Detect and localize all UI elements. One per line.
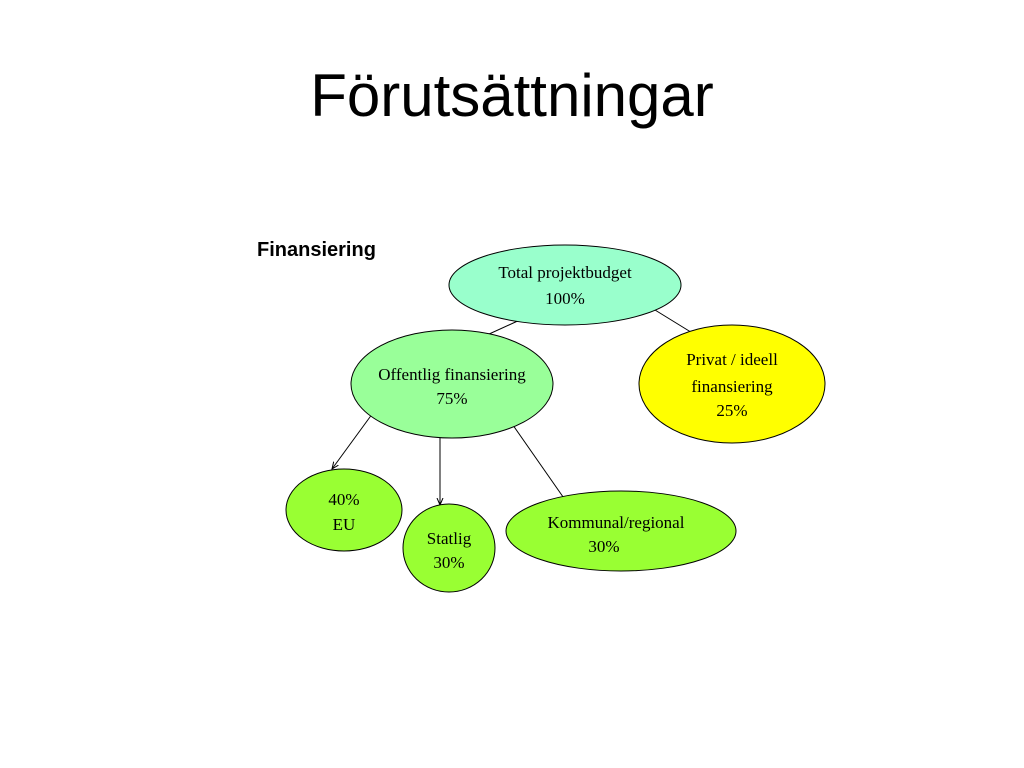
node-private: Privat / ideell finansiering 25% (638, 324, 826, 444)
node-public-label: Offentlig finansiering (378, 365, 526, 384)
node-state-value: 30% (433, 553, 464, 572)
node-public: Offentlig finansiering 75% (350, 329, 554, 439)
node-private-shape (638, 324, 826, 444)
section-label: Finansiering (257, 239, 376, 261)
node-municipal: Kommunal/regional 30% (505, 490, 737, 572)
node-eu-shape (285, 468, 403, 552)
node-municipal-label: Kommunal/regional (548, 513, 685, 532)
node-public-value: 75% (436, 389, 467, 408)
node-eu: 40% EU (285, 468, 403, 552)
node-total: Total projektbudget 100% (448, 244, 682, 326)
node-municipal-shape (505, 490, 737, 572)
node-private-label-2: finansiering (691, 377, 773, 396)
node-eu-label: EU (333, 515, 356, 534)
arrow-public-to-eu (332, 405, 379, 469)
node-total-shape (448, 244, 682, 326)
node-total-value: 100% (545, 289, 585, 308)
node-private-value: 25% (716, 401, 747, 420)
node-private-label-1: Privat / ideell (686, 350, 778, 369)
slide-title: Förutsättningar (310, 62, 714, 129)
arrow-public-to-municipal (507, 417, 568, 504)
node-municipal-value: 30% (588, 537, 619, 556)
node-state-label: Statlig (427, 529, 472, 548)
node-state-shape (402, 503, 496, 593)
node-state: Statlig 30% (402, 503, 496, 593)
node-total-label: Total projektbudget (498, 263, 632, 282)
node-public-shape (350, 329, 554, 439)
node-eu-value: 40% (328, 490, 359, 509)
